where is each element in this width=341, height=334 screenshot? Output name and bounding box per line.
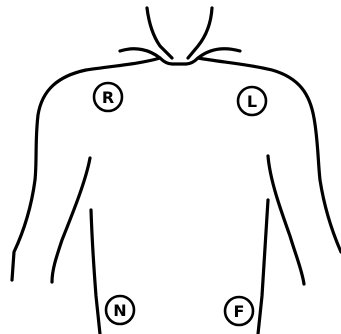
electrode-f-label: F (234, 302, 245, 321)
electrode-n: N (106, 296, 134, 324)
right-torso-side (91, 210, 100, 334)
electrode-f: F (225, 297, 253, 325)
electrode-r-label: R (102, 88, 114, 107)
left-torso-side (258, 200, 268, 334)
electrode-l-label: L (247, 92, 257, 111)
electrode-n-label: N (113, 301, 126, 320)
left-armpit-line (268, 156, 304, 284)
right-armpit-line (52, 158, 90, 282)
electrode-l: L (238, 87, 266, 115)
left-side-shoulder-arm (198, 58, 341, 252)
electrode-r: R (94, 83, 122, 111)
